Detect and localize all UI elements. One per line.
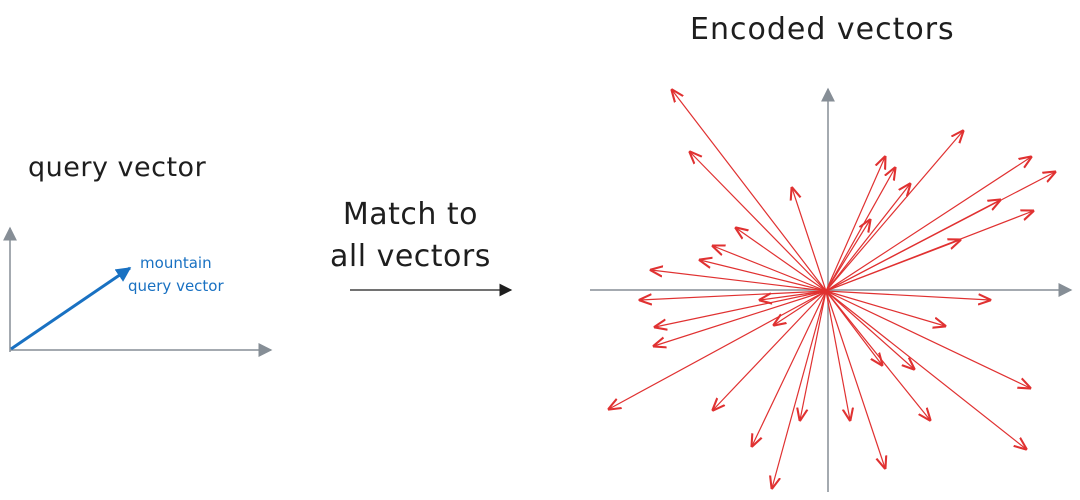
query-vector-title: query vector [28, 152, 207, 183]
encoded-vector-30 [825, 240, 960, 292]
encoded-vector-32 [640, 290, 827, 300]
encoded-vector-20 [825, 290, 914, 369]
encoded-vector-12 [713, 246, 827, 292]
encoded-vector-2 [690, 152, 827, 292]
query-vector-label-line1: mountain [140, 254, 212, 272]
encoded-vectors-title: Encoded vectors [690, 12, 955, 47]
encoded-vector-14 [655, 290, 827, 327]
encoded-vector-24 [752, 290, 827, 446]
query-vector-label-line2: query vector [128, 277, 224, 295]
encoded-vector-33 [825, 290, 990, 300]
encoded-vector-17 [825, 290, 945, 326]
encoded-vector-10 [792, 188, 827, 292]
encoded-vector-7 [825, 157, 885, 292]
encoded-vector-26 [825, 290, 885, 468]
query-vector-label: mountain query vector [128, 252, 224, 298]
match-text-line2: all vectors [330, 239, 491, 274]
encoded-vector-36 [825, 290, 930, 420]
match-text: Match to all vectors [330, 194, 491, 278]
encoded-vector-29 [825, 220, 870, 292]
encoded-vector-27 [700, 260, 827, 292]
encoded-vector-3 [825, 131, 963, 292]
encoded-vector-28 [825, 200, 1000, 292]
encoded-vectors [609, 90, 1055, 488]
encoded-vector-4 [825, 157, 1031, 292]
encoded-vector-21 [825, 290, 1026, 449]
encoded-vector-11 [736, 228, 827, 292]
encoded-vector-31 [760, 290, 827, 300]
encoded-vector-22 [609, 290, 827, 409]
encoded-vector-25 [772, 290, 827, 488]
encoded-vector-1 [672, 90, 827, 292]
encoded-vector-34 [825, 290, 850, 420]
encoded-vector-13 [651, 270, 827, 292]
encoded-vector-35 [800, 290, 827, 420]
encoded-vector-23 [713, 290, 827, 410]
encoded-vector-9 [825, 184, 910, 292]
match-text-line1: Match to [342, 197, 479, 232]
encoded-vector-18 [825, 290, 1030, 388]
encoded-vector-15 [654, 290, 827, 346]
query-vector-arrow [10, 266, 132, 351]
encoded-vector-16 [774, 290, 827, 325]
